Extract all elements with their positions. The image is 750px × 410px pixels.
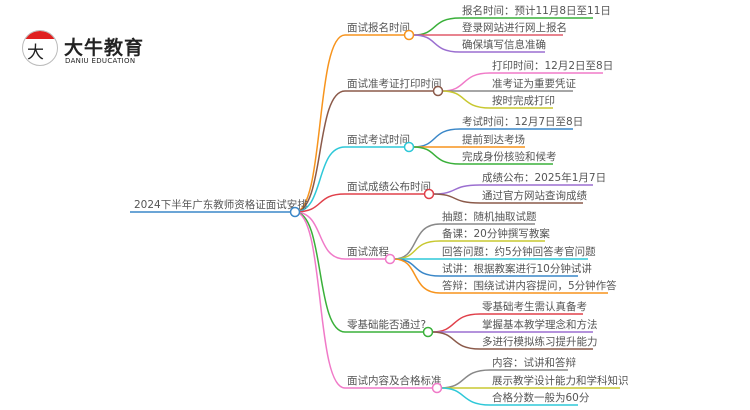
leaf-connector xyxy=(440,387,578,406)
leaf-label: 成绩公布：2025年1月7日 xyxy=(482,171,606,184)
leaf-connector xyxy=(393,258,608,294)
leaf-label: 内容：试讲和答辩 xyxy=(492,356,576,369)
branch-node xyxy=(384,253,396,265)
branch-label: 面试内容及合格标准 xyxy=(347,374,442,387)
branch-label: 面试流程 xyxy=(347,245,389,258)
branch-connector xyxy=(294,211,386,260)
leaf-label: 多进行模拟练习提升能力 xyxy=(482,335,598,348)
leaf-label: 报名时间：预计11月8日至11日 xyxy=(462,4,611,17)
leaf-connector xyxy=(412,34,545,53)
leaf-label: 准考证为重要凭证 xyxy=(492,77,576,90)
branch-label: 面试报名时间 xyxy=(347,21,410,34)
leaf-connector xyxy=(431,331,593,350)
leaf-label: 掌握基本教学理念和方法 xyxy=(482,318,598,331)
branch-label: 零基础能否通过? xyxy=(347,318,426,331)
leaf-label: 通过官方网站查询成绩 xyxy=(482,189,587,202)
leaf-label: 打印时间：12月2日至8日 xyxy=(492,59,613,72)
leaf-label: 抽题：随机抽取试题 xyxy=(442,210,537,223)
leaf-label: 按时完成打印 xyxy=(492,94,555,107)
branch-connector xyxy=(294,90,434,213)
leaf-label: 零基础考生需认真备考 xyxy=(482,300,587,313)
leaf-connector xyxy=(432,193,583,204)
root-node xyxy=(289,206,301,218)
branch-node xyxy=(403,141,415,153)
branch-connector xyxy=(294,211,424,333)
root-label: 2024下半年广东教师资格证面试安排 xyxy=(134,198,308,211)
branch-connector xyxy=(294,193,425,213)
logo-mark: 大牛 xyxy=(22,30,58,66)
leaf-label: 完成身份核验和候考 xyxy=(462,150,557,163)
leaf-label: 合格分数一般为60分 xyxy=(492,391,590,404)
logo-subtitle: DANIU EDUCATION xyxy=(65,57,136,65)
leaf-connector xyxy=(441,90,553,109)
leaf-label: 回答问题：约5分钟回答考官问题 xyxy=(442,245,596,258)
leaf-label: 确保填写信息准确 xyxy=(462,38,546,51)
branch-node xyxy=(422,326,434,338)
leaf-connector xyxy=(412,146,553,165)
logo: 大牛 大牛教育 DANIU EDUCATION xyxy=(22,30,172,70)
leaf-label: 试讲：根据教案进行10分钟试讲 xyxy=(442,262,592,275)
leaf-label: 提前到达考场 xyxy=(462,133,525,146)
branch-node xyxy=(431,382,443,394)
branch-label: 面试准考证打印时间 xyxy=(347,77,442,90)
branch-connector xyxy=(294,211,433,389)
branch-connector xyxy=(294,146,405,213)
branch-node xyxy=(403,29,415,41)
leaf-label: 登录网站进行网上报名 xyxy=(462,21,567,34)
logo-name: 大牛教育 xyxy=(64,37,145,59)
leaf-label: 答辩：围绕试讲内容提问，5分钟作答 xyxy=(442,279,617,292)
branch-node xyxy=(432,85,444,97)
branch-label: 面试考试时间 xyxy=(347,133,410,146)
leaf-label: 备课：20分钟撰写教案 xyxy=(442,227,550,240)
leaf-label: 展示教学设计能力和学科知识 xyxy=(492,374,629,387)
branch-connector xyxy=(294,34,405,213)
branch-node xyxy=(423,188,435,200)
branch-label: 面试成绩公布时间 xyxy=(347,180,431,193)
leaf-label: 考试时间：12月7日至8日 xyxy=(462,115,583,128)
